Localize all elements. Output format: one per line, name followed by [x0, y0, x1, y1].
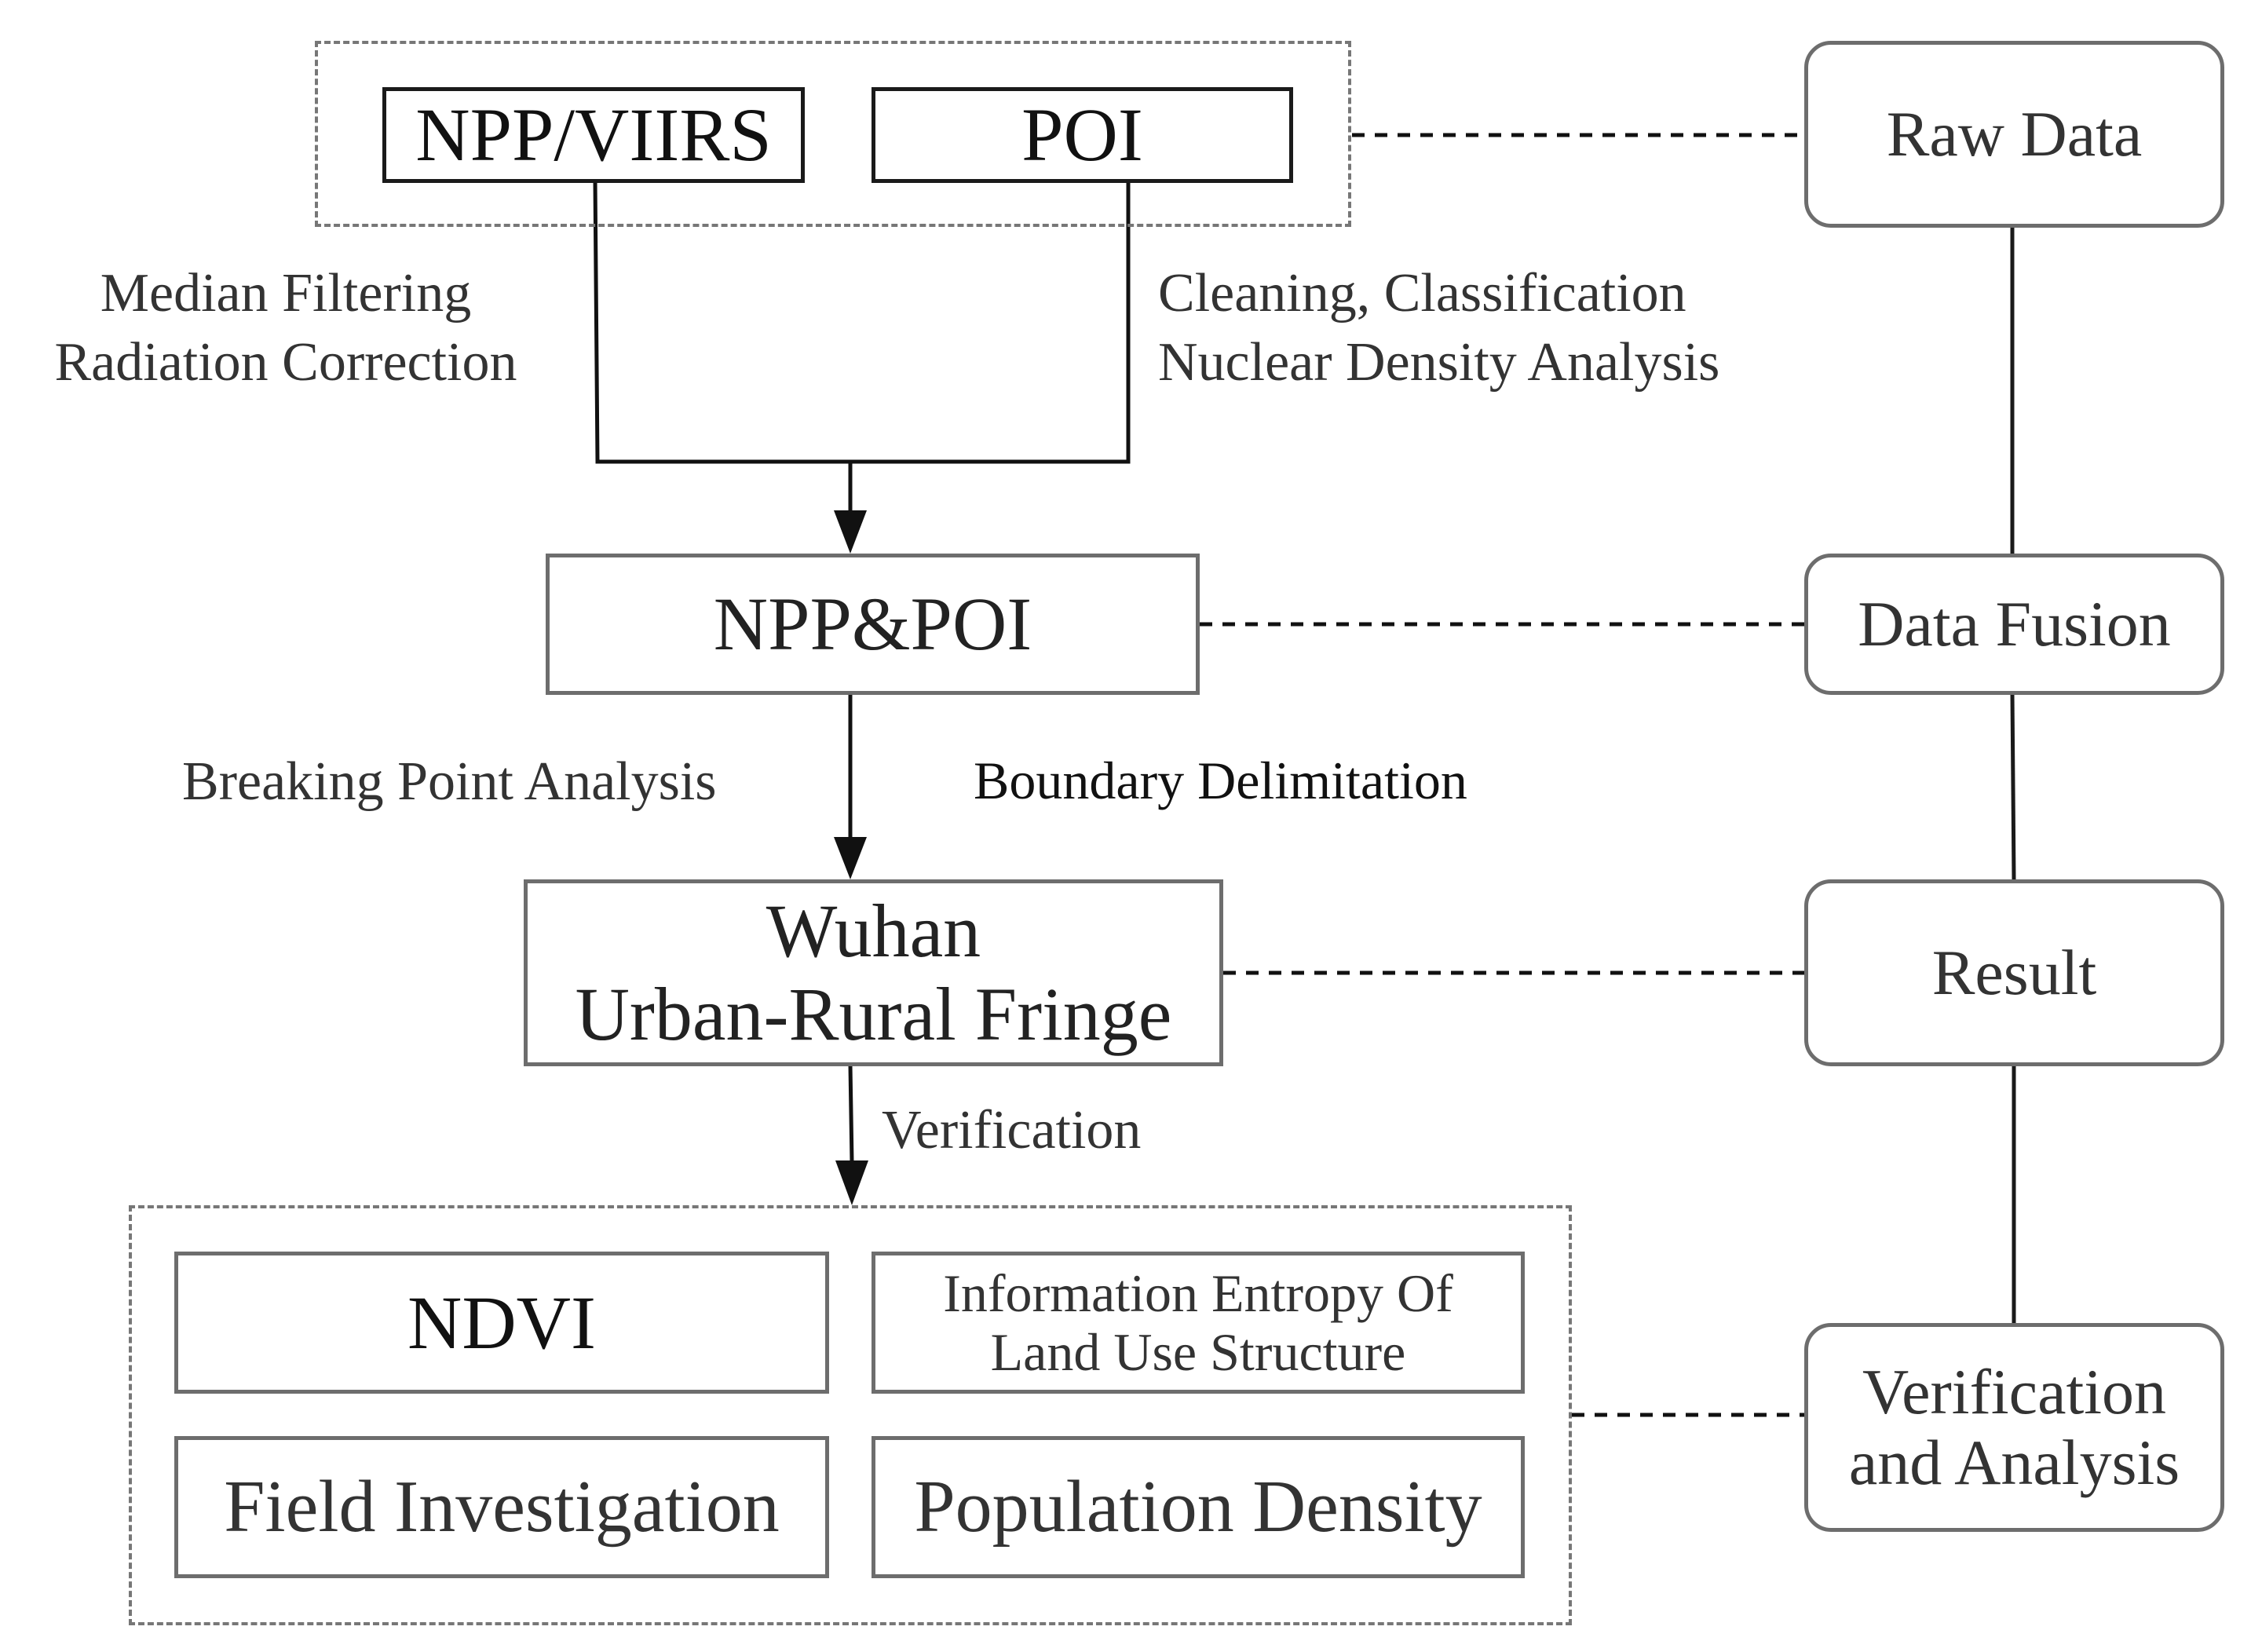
- boundary-delimitation-note: Boundary Delimitation: [974, 751, 1467, 810]
- arrowhead-to-fusion: [834, 510, 867, 554]
- arrowhead-to-verification: [835, 1160, 868, 1205]
- poi-label: POI: [1021, 93, 1143, 177]
- entropy-line-2: Land Use Structure: [990, 1321, 1406, 1382]
- field-investigation-box: Field Investigation: [174, 1436, 829, 1578]
- stage-spine-2: [2010, 693, 2016, 880]
- population-density-box: Population Density: [872, 1436, 1525, 1578]
- npp-viirs-box: NPP/VIIRS: [382, 87, 805, 183]
- wuhan-fringe-text: Wuhan Urban-Rural Fringe: [576, 890, 1172, 1055]
- breaking-point-note: Breaking Point Analysis: [182, 751, 717, 812]
- verification-group: [129, 1205, 1572, 1625]
- merge-connector: [593, 180, 1131, 464]
- stage-verification-analysis: Verification and Analysis: [1804, 1323, 2224, 1532]
- radiation-correction-text: Radiation Correction: [54, 332, 517, 393]
- stage-data-fusion: Data Fusion: [1804, 554, 2224, 695]
- arrow-to-verification: [848, 1065, 854, 1163]
- median-filtering-text: Median Filtering: [100, 263, 472, 323]
- ndvi-box: NDVI: [174, 1252, 829, 1394]
- npp-poi-label: NPP&POI: [713, 582, 1032, 667]
- stage-verification-line-1: Verification: [1862, 1355, 2167, 1427]
- arrowhead-to-result: [834, 837, 867, 879]
- stage-raw-data-label: Raw Data: [1886, 97, 2143, 170]
- nuclear-density-text: Nuclear Density Analysis: [1158, 332, 1720, 393]
- entropy-line-1: Information Entropy Of: [943, 1263, 1453, 1323]
- stage-verification-line-2: and Analysis: [1848, 1427, 2180, 1498]
- entropy-text: Information Entropy Of Land Use Structur…: [943, 1263, 1453, 1382]
- wuhan-label: Wuhan: [766, 889, 981, 974]
- poi-processing-note: Cleaning, Classification Nuclear Density…: [1158, 259, 1719, 397]
- stage-data-fusion-label: Data Fusion: [1858, 587, 2171, 660]
- urban-rural-fringe-label: Urban-Rural Fringe: [575, 972, 1172, 1056]
- wuhan-fringe-box: Wuhan Urban-Rural Fringe: [524, 879, 1223, 1066]
- field-investigation-label: Field Investigation: [224, 1465, 780, 1548]
- npp-poi-box: NPP&POI: [546, 554, 1200, 695]
- poi-box: POI: [872, 87, 1293, 183]
- stage-verification-text: Verification and Analysis: [1848, 1355, 2180, 1498]
- npp-processing-note: Median Filtering Radiation Correction: [23, 259, 549, 397]
- raw-data-group: [315, 41, 1351, 227]
- entropy-box: Information Entropy Of Land Use Structur…: [872, 1252, 1525, 1394]
- verification-note: Verification: [882, 1100, 1142, 1160]
- stage-raw-data: Raw Data: [1804, 41, 2224, 228]
- ndvi-label: NDVI: [407, 1280, 596, 1365]
- stage-result: Result: [1804, 879, 2224, 1066]
- population-density-label: Population Density: [914, 1465, 1482, 1548]
- cleaning-classification-text: Cleaning, Classification: [1158, 263, 1686, 323]
- stage-result-label: Result: [1931, 936, 2097, 1008]
- npp-viirs-label: NPP/VIIRS: [415, 93, 772, 177]
